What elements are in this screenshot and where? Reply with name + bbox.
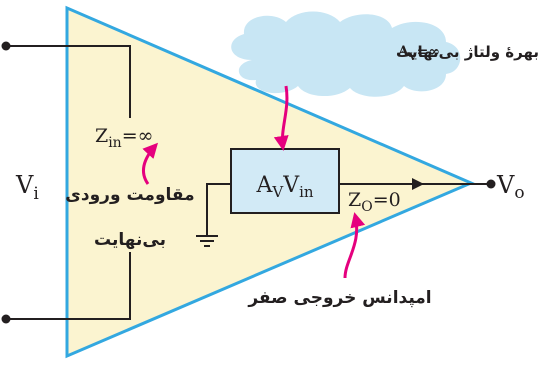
gain-box xyxy=(230,148,340,214)
input-resistance-text-line1: مقاومت ورودی xyxy=(65,185,194,205)
output-impedance-text: امپدانس خروجی صفر xyxy=(247,288,431,308)
arrow-text-to-zin xyxy=(142,142,159,185)
input-impedance-label: Zin=∞ xyxy=(95,125,153,151)
output-impedance-label: ZO=0 xyxy=(348,189,401,215)
output-terminal xyxy=(486,179,496,189)
voltage-gain-cloud xyxy=(231,11,461,97)
output-voltage-label: Vo xyxy=(496,171,525,203)
input-wire-bottom xyxy=(6,252,131,320)
ground-wire xyxy=(206,183,231,236)
input-voltage-label: Vi xyxy=(15,171,39,204)
arrow-text-to-zo xyxy=(343,212,366,279)
input-resistance-text-line2: بی‌نهایت xyxy=(94,230,166,250)
cloud-gain-symbol: AV=∞ xyxy=(397,44,440,63)
gain-label: AVVin xyxy=(255,173,313,201)
cloud-gain-text: بهرهٔ ولتاژ بی‌نهایت xyxy=(396,43,538,61)
input-wire-top xyxy=(6,45,131,118)
arrow-cloud-to-gain xyxy=(273,85,289,151)
output-arrowhead xyxy=(412,178,424,190)
